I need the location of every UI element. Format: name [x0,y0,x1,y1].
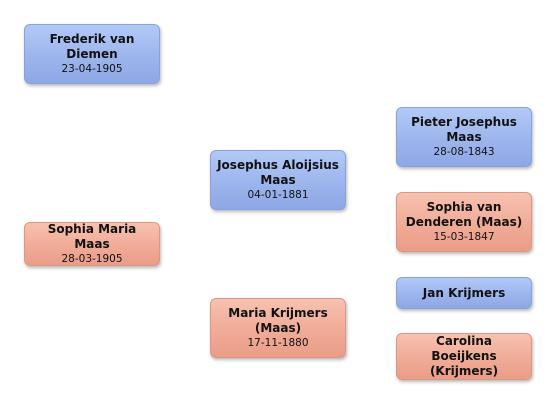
person-birth-date: 17-11-1880 [247,337,309,349]
person-card-pieter-josephus-maas[interactable]: Pieter Josephus Maas 28-08-1843 [396,107,532,167]
person-name: Pieter Josephus Maas [411,115,517,144]
person-card-maria-krijmers[interactable]: Maria Krijmers (Maas) 17-11-1880 [210,298,346,358]
person-name: Maria Krijmers (Maas) [228,306,328,335]
person-birth-date: 04-01-1881 [247,189,309,201]
person-name: Sophia Maria Maas [47,222,137,251]
person-card-sophia-van-denderen[interactable]: Sophia van Denderen (Maas) 15-03-1847 [396,192,532,252]
person-card-josephus-aloijsius-maas[interactable]: Josephus Aloijsius Maas 04-01-1881 [210,150,346,210]
person-name: Frederik van Diemen [49,32,135,61]
person-card-jan-krijmers[interactable]: Jan Krijmers [396,277,532,309]
person-card-sophia-maria-maas[interactable]: Sophia Maria Maas 28-03-1905 [24,222,160,266]
person-name: Carolina Boeijkens (Krijmers) [429,334,499,378]
person-birth-date: 23-04-1905 [61,63,123,75]
person-card-carolina-boeijkens[interactable]: Carolina Boeijkens (Krijmers) [396,333,532,380]
person-birth-date: 15-03-1847 [433,231,495,243]
person-name: Jan Krijmers [422,285,506,300]
person-name: Josephus Aloijsius Maas [217,158,339,187]
person-card-frederik-van-diemen[interactable]: Frederik van Diemen 23-04-1905 [24,24,160,84]
person-birth-date: 28-08-1843 [433,146,495,158]
person-name: Sophia van Denderen (Maas) [405,200,523,229]
person-birth-date: 28-03-1905 [61,253,123,265]
